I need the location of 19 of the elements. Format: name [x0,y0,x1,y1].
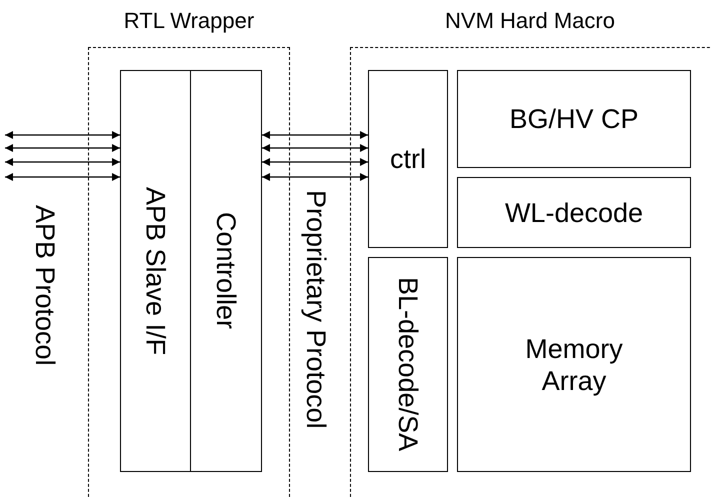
pump-block: BG/HV CP [457,70,691,168]
protocol-label: Proprietary Protocol [300,190,331,429]
double-arrow [5,144,120,152]
control-block: ctrl [368,70,448,248]
double-arrow [5,158,120,166]
region-title: RTL Wrapper [122,8,256,34]
decoder-block: WL-decode [457,177,691,248]
double-arrow [262,144,368,152]
memory-array-block: Memory Array [457,257,691,472]
protocol-label: APB Protocol [29,205,60,366]
decoder-block: BL-decode/SA [368,257,448,472]
interface-block: APB Slave I/F [120,70,191,472]
double-arrow [262,131,368,139]
double-arrow [262,173,368,181]
double-arrow [262,158,368,166]
region-title: NVM Hard Macro [444,8,616,34]
controller-block: Controller [190,70,262,472]
double-arrow [5,131,120,139]
double-arrow [5,173,120,181]
